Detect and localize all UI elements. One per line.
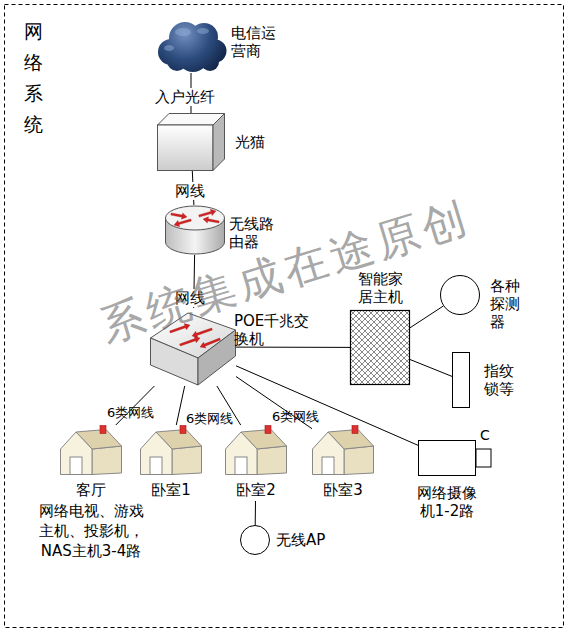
- node-label: 网络电视、游戏主机、投影机，NAS主机3-4路: [36, 501, 146, 561]
- node-label: 各种探测器: [490, 277, 522, 331]
- circle-node: 各种探测器: [440, 275, 480, 315]
- house-node: 卧室1: [140, 425, 202, 475]
- house-shape: [312, 425, 374, 475]
- house-shape: [140, 425, 202, 475]
- box-node: 光猫: [157, 113, 225, 171]
- house-node: 客厅网络电视、游戏主机、投影机，NAS主机3-4路: [60, 425, 122, 475]
- node-label: 网络摄像机1-2路: [415, 484, 479, 520]
- node-label: 卧室3: [312, 481, 374, 499]
- node-label: 指纹锁等: [484, 362, 516, 398]
- connector: [176, 386, 184, 425]
- house-node: 卧室2: [225, 425, 287, 475]
- cloud-node: 电信运营商: [155, 18, 227, 73]
- edge-label: 入户光纤: [155, 88, 215, 106]
- house-node: 卧室3: [312, 425, 374, 475]
- node-label: 光猫: [235, 133, 275, 151]
- router-node: 无线路由器: [165, 205, 225, 255]
- lock-shape: [452, 352, 470, 408]
- connector: [410, 306, 443, 328]
- hatch-node: 智能家居主机: [350, 310, 410, 385]
- title-vertical: 网络系统: [24, 16, 44, 140]
- ap-shape: [240, 525, 270, 555]
- ap-node: 无线AP: [240, 525, 270, 555]
- camera-node: 网络摄像机1-2路: [418, 440, 476, 476]
- box-shape: [157, 113, 225, 171]
- camera-mark: C: [480, 426, 490, 444]
- frame-border: [5, 5, 564, 628]
- cloud-shape: [155, 18, 227, 73]
- house-shape: [60, 425, 122, 475]
- node-label: 电信运营商: [231, 24, 281, 60]
- node-label: 无线AP: [276, 531, 346, 549]
- watermark: 系统集成在途原创: [93, 188, 477, 357]
- edge-label: 6类网线: [186, 410, 233, 428]
- node-label: 卧室2: [225, 481, 287, 499]
- house-shape: [225, 425, 287, 475]
- circle-shape: [440, 275, 480, 315]
- node-label: POE千兆交换机: [234, 312, 314, 348]
- node-label: 卧室1: [140, 481, 202, 499]
- hatch-shape: [350, 310, 410, 385]
- edge-label: 6类网线: [272, 408, 319, 426]
- connector: [255, 501, 256, 525]
- router-shape: [165, 205, 225, 255]
- edge-label: 6类网线: [107, 404, 154, 422]
- connector: [410, 360, 452, 377]
- node-label: 客厅: [36, 481, 146, 499]
- camera-shape: [418, 440, 476, 476]
- edge-label: 网线: [175, 182, 205, 200]
- lock-node: 指纹锁等: [452, 352, 470, 408]
